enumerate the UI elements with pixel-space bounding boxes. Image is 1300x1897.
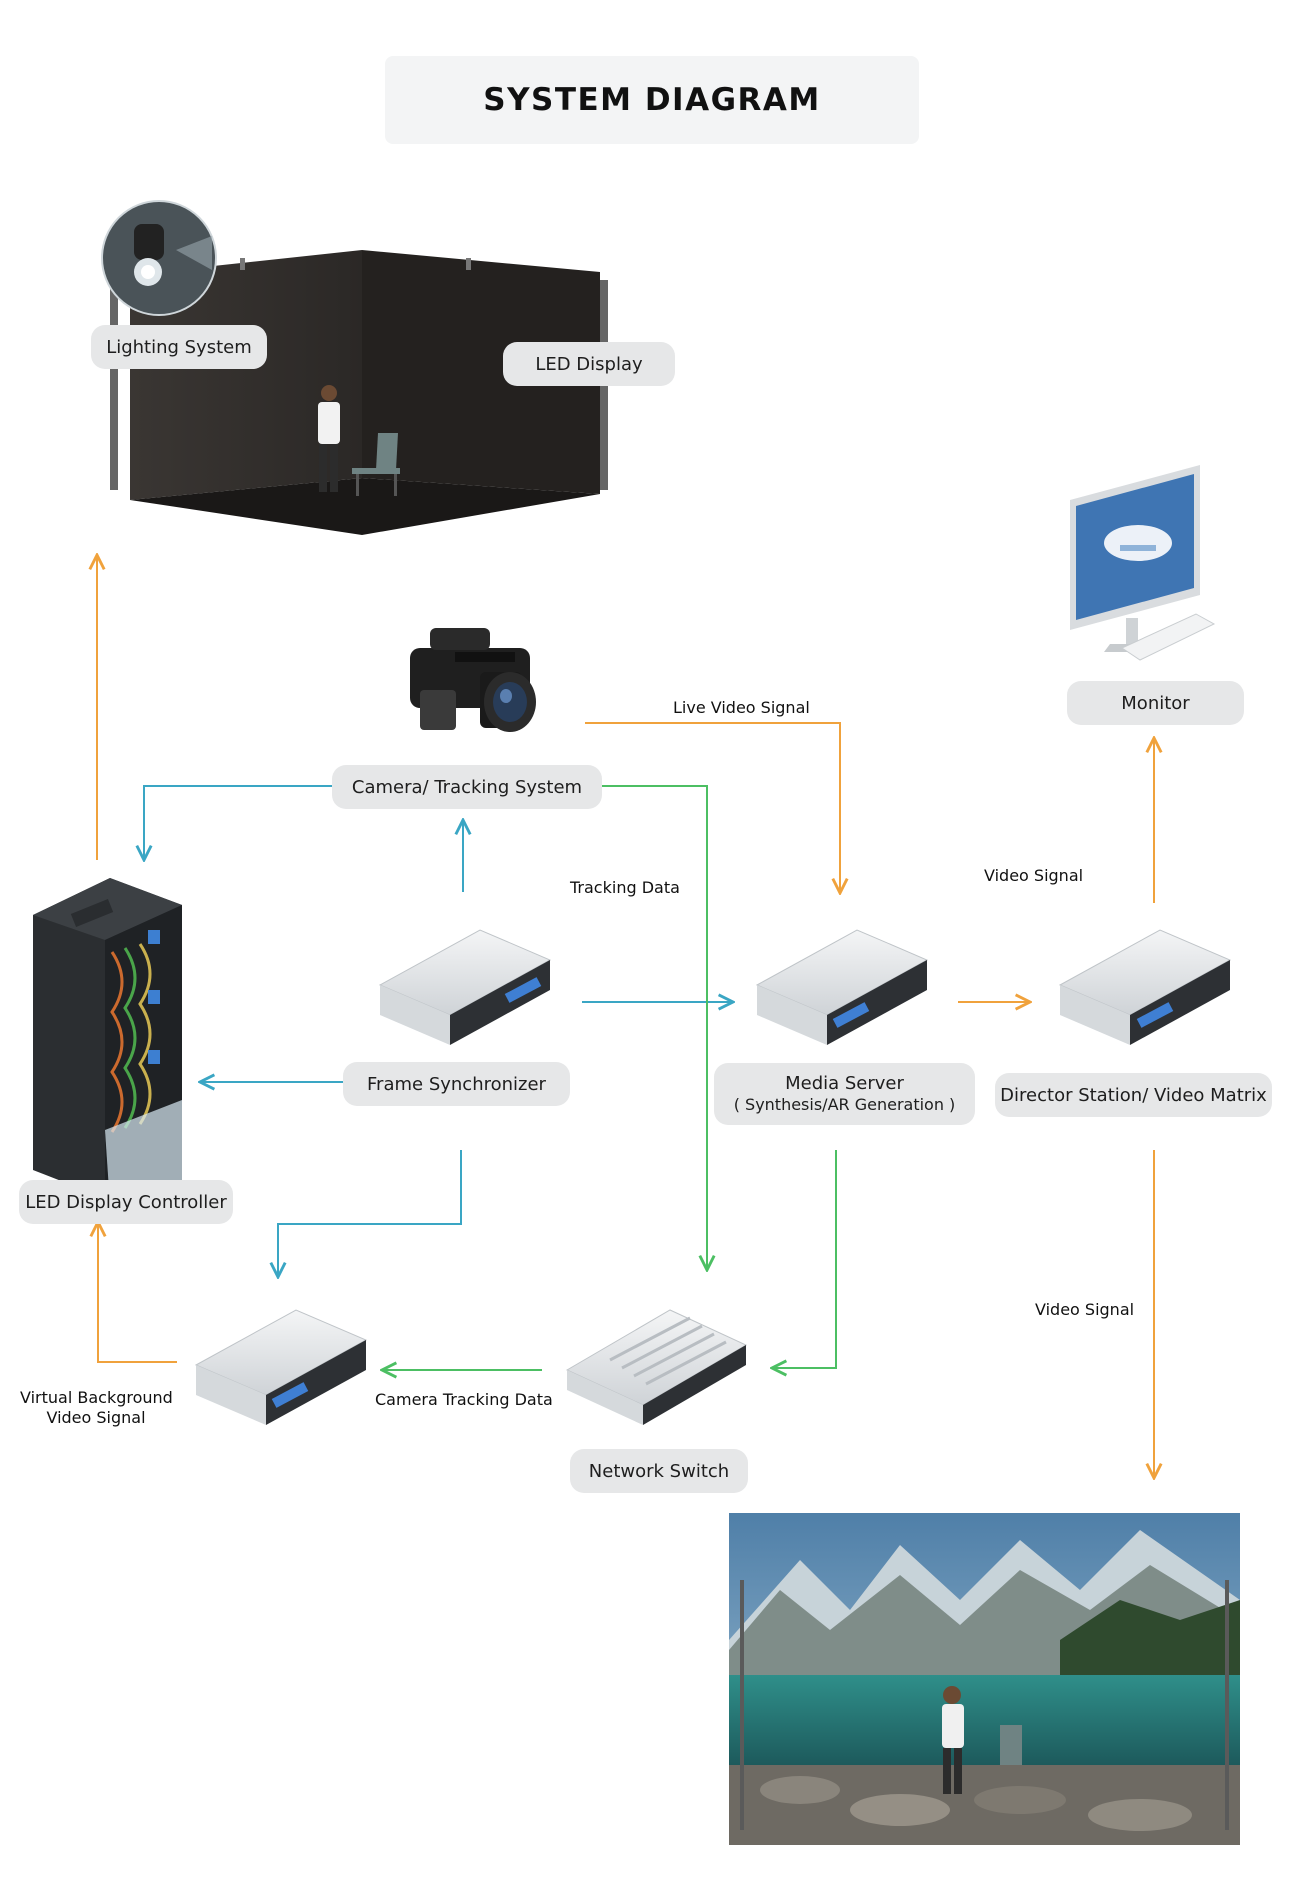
virtual-background-label: Virtual Background Video Signal (20, 1388, 173, 1428)
monitor-label: Monitor (1067, 681, 1244, 725)
lighting-system-label: Lighting System (91, 325, 267, 369)
network-switch-icon (565, 1309, 748, 1425)
virtual-background-device-icon (194, 1309, 368, 1425)
frame-synchronizer-device-icon (378, 929, 552, 1045)
led-display-label: LED Display (503, 342, 675, 386)
tracking-data-label: Tracking Data (570, 878, 680, 897)
video-signal-label-lower: Video Signal (1035, 1300, 1135, 1319)
media-to-switch-arrow (772, 1150, 837, 1368)
virtual-bg-to-controller-arrow (98, 1222, 177, 1363)
media-server-device-icon (755, 929, 929, 1045)
media-server-title: Media Server (785, 1073, 904, 1094)
live-video-arrow (585, 722, 840, 893)
led-display-controller-label: LED Display Controller (19, 1180, 233, 1224)
live-video-signal-label: Live Video Signal (673, 698, 810, 717)
camera-to-rack-arrow (144, 785, 340, 860)
spotlight-icon (101, 200, 217, 316)
video-signal-label-upper: Video Signal (984, 866, 1084, 885)
network-switch-label: Network Switch (570, 1449, 748, 1493)
director-station-label: Director Station/ Video Matrix (995, 1073, 1272, 1117)
server-rack-icon (33, 878, 182, 1205)
title-box: SYSTEM DIAGRAM (385, 56, 919, 144)
sync-to-virtual-bg-arrow (278, 1150, 462, 1277)
virtual-background-line-1: Virtual Background (20, 1388, 173, 1407)
media-server-subtitle: ( Synthesis/AR Generation ) (733, 1095, 956, 1114)
diagram-title: SYSTEM DIAGRAM (483, 82, 821, 118)
virtual-background-line-2: Video Signal (46, 1408, 146, 1427)
led-studio-illustration (110, 250, 608, 535)
camera-to-switch-arrow (592, 785, 707, 1270)
director-station-device-icon (1058, 929, 1232, 1045)
desktop-monitor-icon (1070, 465, 1216, 661)
virtual-production-scene-image (729, 1513, 1240, 1845)
video-camera-icon (410, 628, 536, 732)
media-server-label: Media Server ( Synthesis/AR Generation ) (714, 1063, 975, 1125)
camera-tracking-system-label: Camera/ Tracking System (332, 765, 602, 809)
frame-synchronizer-label: Frame Synchronizer (343, 1062, 570, 1106)
camera-tracking-data-label: Camera Tracking Data (375, 1390, 553, 1409)
